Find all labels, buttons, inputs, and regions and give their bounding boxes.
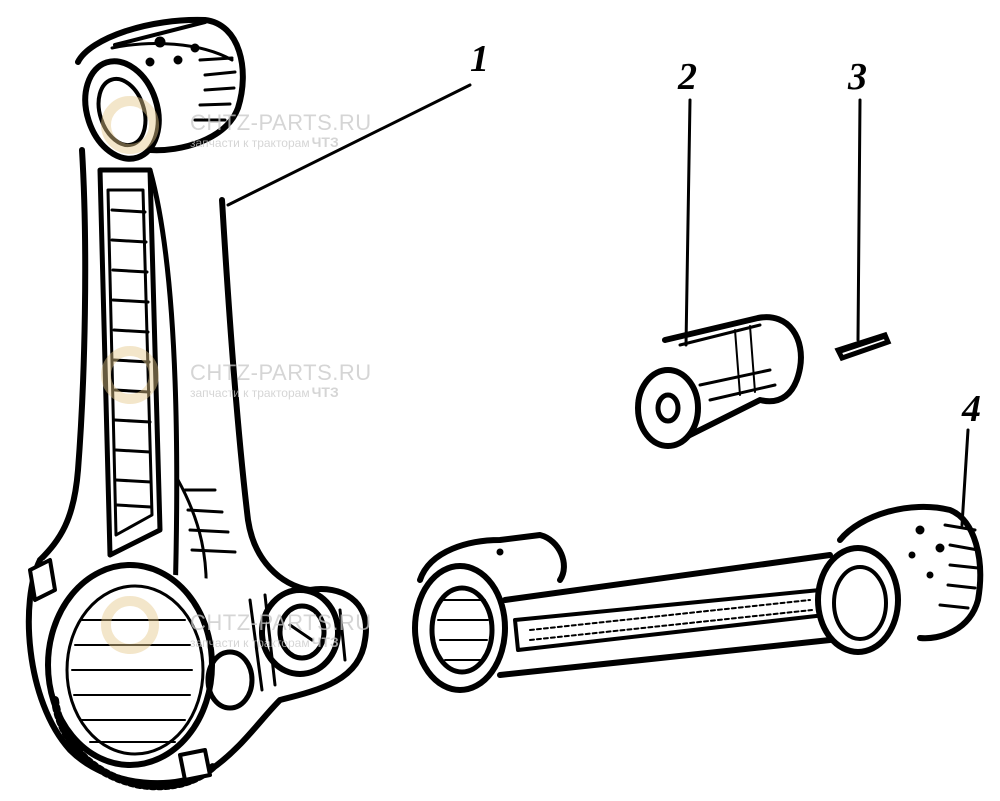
callout-2: 2	[678, 56, 697, 98]
watermark-site: CHTZ-PARTS.RU	[190, 110, 372, 135]
watermark-brand: ЧТЗ	[311, 134, 339, 150]
gear-icon	[101, 96, 159, 154]
leader-lines	[226, 83, 970, 527]
leader-line-2	[684, 98, 692, 347]
callout-1: 1	[470, 38, 489, 80]
watermark-site: CHTZ-PARTS.RU	[190, 610, 372, 635]
leader-line-3	[856, 98, 862, 342]
leader-line-1	[226, 83, 472, 207]
gear-icon	[101, 596, 159, 654]
connecting-rod-large	[25, 16, 369, 791]
piston-pin	[635, 314, 804, 449]
watermark-site: CHTZ-PARTS.RU	[190, 360, 372, 385]
connecting-rod-small	[412, 503, 984, 693]
callout-4: 4	[962, 388, 981, 430]
watermark-brand: ЧТЗ	[311, 384, 339, 400]
gear-icon	[101, 346, 159, 404]
leader-line-4	[960, 428, 970, 527]
callout-3: 3	[848, 56, 867, 98]
watermark-brand: ЧТЗ	[311, 634, 339, 650]
lock-pin	[834, 331, 892, 362]
